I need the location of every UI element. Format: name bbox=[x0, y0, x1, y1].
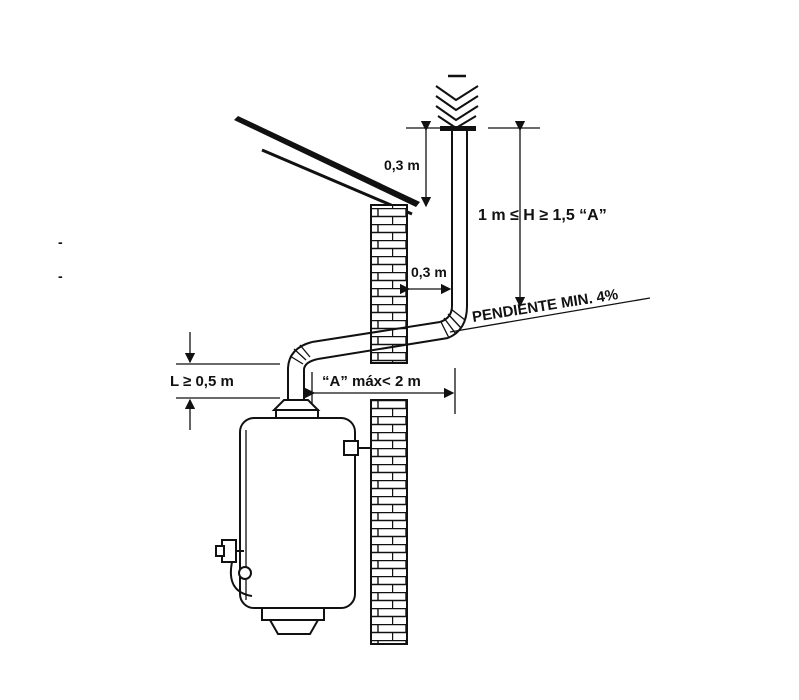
dimension-roof-clearance bbox=[406, 120, 440, 208]
dimension-height-h bbox=[488, 120, 540, 308]
lower-pipe-elbow bbox=[287, 341, 319, 371]
margin-mark-1: - bbox=[58, 234, 63, 250]
brick-wall-lower bbox=[370, 399, 408, 645]
upper-pipe-elbow bbox=[439, 305, 468, 339]
brick-wall-upper bbox=[370, 204, 408, 364]
slope-reference-line bbox=[449, 297, 651, 333]
dimension-length-l bbox=[176, 332, 280, 430]
dimension-horizontal-a bbox=[304, 368, 456, 414]
gas-valve-icon bbox=[215, 539, 253, 597]
sloped-connector-pipe bbox=[311, 321, 449, 360]
label-wall-clearance: 0,3 m bbox=[411, 264, 447, 280]
label-length-min: L ≥ 0,5 m bbox=[170, 373, 234, 390]
label-slope: PENDIENTE MIN. 4% bbox=[471, 286, 619, 326]
vertical-flue-pipe bbox=[451, 131, 468, 306]
label-height-rule: 1 m ≤ H ≥ 1,5 “A” bbox=[478, 207, 607, 224]
water-heater-icon bbox=[239, 417, 372, 635]
heater-outlet-pipe bbox=[271, 368, 321, 419]
chimney-cap-icon bbox=[435, 74, 479, 131]
label-horizontal-max: “A” máx< 2 m bbox=[322, 373, 421, 390]
label-roof-clearance: 0,3 m bbox=[384, 157, 420, 173]
roof-icon bbox=[234, 116, 420, 216]
margin-mark-2: - bbox=[58, 268, 63, 284]
